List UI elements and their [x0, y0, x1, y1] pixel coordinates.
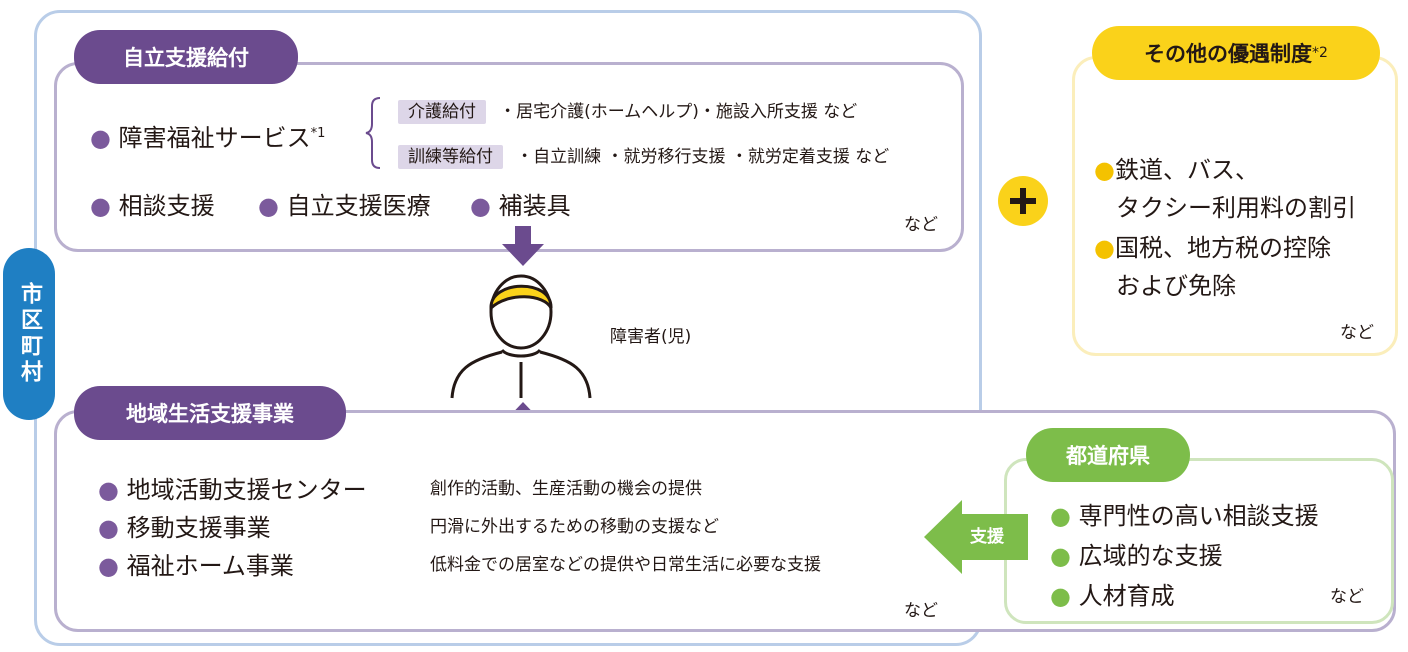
community-title: 地域生活支援事業	[74, 386, 346, 440]
other-etc: など	[1340, 323, 1374, 343]
prefecture-title: 都道府県	[1026, 428, 1190, 482]
prefecture-item: ● 専門性の高い相談支援	[1050, 496, 1319, 531]
person-icon	[450, 274, 592, 399]
community-row-name: ● 福祉ホーム事業	[98, 546, 294, 581]
benefit-item-consult: ● 相談支援	[90, 186, 215, 221]
benefit-label: 相談支援	[118, 192, 215, 220]
bullet-icon: ●	[90, 124, 111, 152]
bullet-icon: ●	[98, 514, 119, 542]
other-item-cont: および免除	[1116, 272, 1236, 300]
bullet-icon: ●	[1050, 502, 1071, 530]
municipality-tab: 市区町村	[3, 248, 55, 420]
arrow-down-icon	[502, 226, 544, 266]
community-row-name: ● 移動支援事業	[98, 508, 271, 543]
community-name: 移動支援事業	[126, 514, 271, 542]
support-label: 支援	[970, 527, 1004, 547]
benefits-etc: など	[904, 215, 938, 235]
prefecture-item: ● 人材育成	[1050, 576, 1175, 611]
other-box	[1072, 56, 1398, 356]
other-item: ●国税、地方税の控除	[1094, 228, 1331, 263]
care-tag: 介護給付	[398, 100, 486, 124]
prefecture-item: ● 広域的な支援	[1050, 536, 1223, 571]
bullet-icon: ●	[1050, 582, 1071, 610]
bullet-icon: ●	[470, 192, 491, 220]
plus-icon	[998, 176, 1048, 226]
person-label: 障害者(児)	[610, 327, 692, 347]
service-label: 障害福祉サービス	[118, 124, 311, 152]
community-desc: 創作的活動、生産活動の機会の提供	[430, 479, 702, 499]
other-title-text: その他の優遇制度	[1144, 42, 1313, 66]
community-desc: 円滑に外出するための移動の支援など	[430, 517, 719, 537]
other-item-text: 国税、地方税の控除	[1114, 234, 1331, 262]
training-row: 訓練等給付 ・自立訓練 ・就労移行支援 ・就労定着支援 など	[398, 142, 890, 169]
other-item-text: 鉄道、バス、	[1114, 156, 1259, 184]
other-note: *2	[1312, 45, 1328, 61]
bullet-icon: ●	[98, 476, 119, 504]
brace-icon	[365, 97, 381, 169]
benefits-title: 自立支援給付	[74, 30, 298, 84]
service-item: ● 障害福祉サービス*1	[90, 118, 325, 153]
care-row: 介護給付 ・居宅介護(ホームヘルプ)・施設入所支援 など	[398, 97, 858, 124]
benefit-label: 自立支援医療	[286, 192, 431, 220]
care-items: ・居宅介護(ホームヘルプ)・施設入所支援 など	[499, 102, 858, 122]
bullet-icon: ●	[90, 192, 111, 220]
benefit-item-medical: ● 自立支援医療	[258, 186, 431, 221]
prefecture-item-text: 専門性の高い相談支援	[1078, 502, 1319, 530]
other-item: ●鉄道、バス、	[1094, 150, 1259, 185]
prefecture-item-text: 広域的な支援	[1078, 542, 1223, 570]
service-note: *1	[310, 126, 326, 141]
bullet-icon: ●	[98, 552, 119, 580]
community-row-name: ● 地域活動支援センター	[98, 470, 367, 505]
municipality-label: 市区町村	[17, 282, 42, 386]
community-name: 地域活動支援センター	[126, 476, 367, 504]
prefecture-box	[1004, 458, 1394, 624]
support-arrow-icon	[924, 500, 1028, 574]
bullet-icon: ●	[1094, 234, 1115, 262]
prefecture-etc: など	[1330, 587, 1364, 607]
bullet-icon: ●	[258, 192, 279, 220]
community-desc: 低料金での居室などの提供や日常生活に必要な支援	[430, 555, 821, 575]
training-items: ・自立訓練 ・就労移行支援 ・就労定着支援 など	[516, 147, 890, 167]
benefit-label: 補装具	[498, 192, 571, 220]
other-item-cont: タクシー利用料の割引	[1116, 194, 1356, 222]
benefit-item-equipment: ● 補装具	[470, 186, 571, 221]
community-etc: など	[904, 601, 938, 621]
prefecture-item-text: 人材育成	[1078, 582, 1175, 610]
training-tag: 訓練等給付	[398, 145, 503, 169]
bullet-icon: ●	[1094, 156, 1115, 184]
community-name: 福祉ホーム事業	[126, 552, 294, 580]
other-title: その他の優遇制度*2	[1092, 26, 1380, 80]
bullet-icon: ●	[1050, 542, 1071, 570]
